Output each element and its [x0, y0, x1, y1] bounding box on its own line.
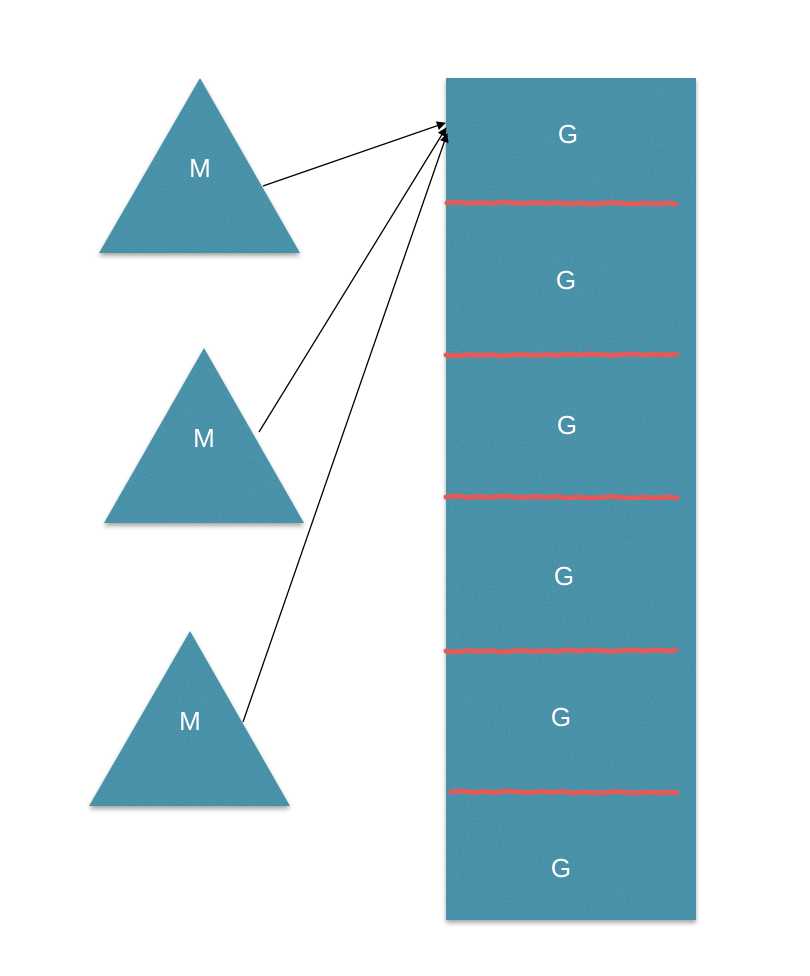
m-node-label: M [189, 153, 211, 183]
m-labels: M M M [179, 153, 215, 736]
g-block-label: G [556, 265, 576, 295]
divider-2 [443, 351, 680, 359]
g-block-label: G [558, 119, 578, 149]
divider-3 [443, 493, 680, 501]
m-node-label: M [179, 706, 201, 736]
m-node-label: M [193, 423, 215, 453]
g-dividers [443, 199, 680, 796]
divider-1 [444, 199, 679, 207]
arrow-m2-to-g [258, 127, 447, 433]
divider-5 [448, 788, 680, 796]
g-block-label: G [557, 410, 577, 440]
g-block-label: G [551, 702, 571, 732]
arrows [242, 121, 449, 723]
m-triangles [89, 78, 304, 806]
arrow-m3-to-g [242, 133, 449, 723]
divider-4 [443, 647, 679, 655]
m-triangle [89, 631, 290, 806]
arrow-m1-to-g [262, 121, 446, 187]
m-triangle [104, 348, 304, 523]
g-block-label: G [551, 853, 571, 883]
g-block-label: G [554, 561, 574, 591]
g-labels: G G G G G G [551, 119, 578, 883]
m-triangle [99, 78, 300, 253]
